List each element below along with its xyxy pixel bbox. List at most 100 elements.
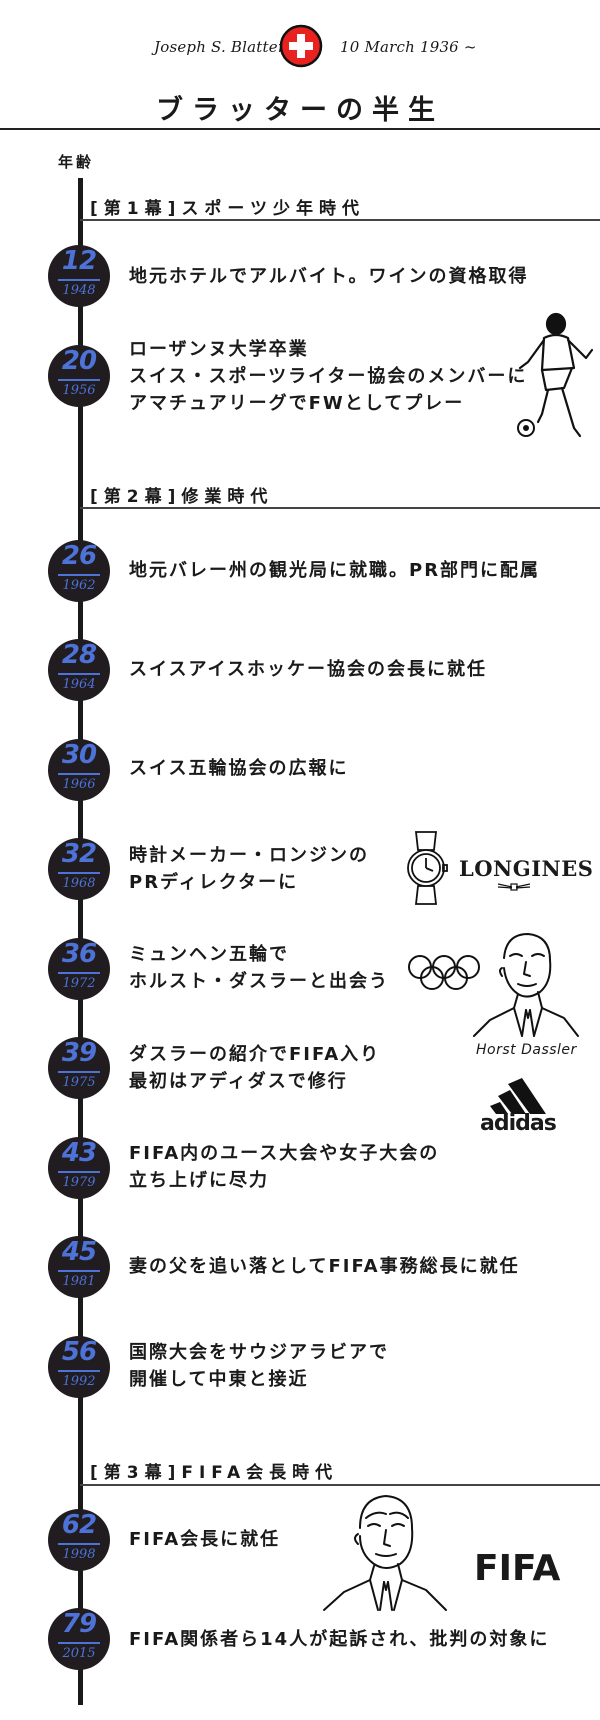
badge-divider (58, 574, 100, 576)
year-value: 2015 (48, 1646, 110, 1661)
age-badge: 20 1956 (48, 345, 110, 407)
dassler-caption: Horst Dassler (476, 1042, 577, 1058)
age-badge: 26 1962 (48, 540, 110, 602)
event-line: ホルスト・ダスラーと出会う (129, 968, 389, 995)
badge-divider (58, 1171, 100, 1173)
age-column-label: 年齢 (58, 151, 94, 172)
age-badge: 56 1992 (48, 1336, 110, 1398)
event-text: 地元バレー州の観光局に就職。PR部門に配属 (129, 557, 540, 584)
event-line: 国際大会をサウジアラビアで (129, 1339, 389, 1366)
chapter-divider (80, 219, 600, 221)
event-line: ローザンヌ大学卒業 (129, 336, 527, 363)
birth-date: 10 March 1936 ~ (340, 38, 477, 56)
chapter-divider (80, 1484, 600, 1486)
badge-divider (58, 379, 100, 381)
soccer-player-illustration (512, 310, 598, 450)
badge-divider (58, 279, 100, 281)
year-value: 1966 (48, 777, 110, 792)
age-value: 12 (48, 246, 110, 276)
event-text: FIFA関係者ら14人が起訴され、批判の対象に (129, 1626, 549, 1653)
event-text: 国際大会をサウジアラビアで 開催して中東と接近 (129, 1339, 389, 1393)
fifa-logo: FIFA (474, 1548, 560, 1589)
adidas-logo: adidas (480, 1111, 556, 1136)
event-text: ローザンヌ大学卒業 スイス・スポーツライター協会のメンバーに アマチュアリーグで… (129, 336, 527, 417)
chapter-divider (80, 507, 600, 509)
horst-dassler-portrait (470, 928, 580, 1038)
blatter-portrait (320, 1488, 450, 1612)
age-value: 20 (48, 346, 110, 376)
year-value: 1981 (48, 1274, 110, 1289)
event-text: 妻の父を追い落としてFIFA事務総長に就任 (129, 1253, 520, 1280)
event-line: スイス・スポーツライター協会のメンバーに (129, 363, 527, 390)
chapter-heading: [第1幕]スポーツ少年時代 (90, 194, 365, 219)
badge-divider (58, 673, 100, 675)
badge-divider (58, 972, 100, 974)
event-line: 地元バレー州の観光局に就職。PR部門に配属 (129, 557, 540, 584)
age-value: 43 (48, 1138, 110, 1168)
event-line: スイス五輪協会の広報に (129, 755, 348, 782)
age-badge: 12 1948 (48, 245, 110, 307)
event-text: スイス五輪協会の広報に (129, 755, 348, 782)
adidas-stripes-icon (490, 1078, 558, 1114)
event-line: スイスアイスホッケー協会の会長に就任 (129, 656, 487, 683)
event-line: 妻の父を追い落としてFIFA事務総長に就任 (129, 1253, 520, 1280)
badge-divider (58, 1642, 100, 1644)
age-badge: 36 1972 (48, 938, 110, 1000)
swiss-flag-icon (279, 24, 323, 68)
year-value: 1968 (48, 876, 110, 891)
age-value: 26 (48, 541, 110, 571)
year-value: 1975 (48, 1075, 110, 1090)
event-line: 立ち上げに尽力 (129, 1167, 439, 1194)
badge-divider (58, 1370, 100, 1372)
age-value: 32 (48, 839, 110, 869)
event-line: ダスラーの紹介でFIFA入り (129, 1041, 380, 1068)
event-line: アマチュアリーグでFWとしてプレー (129, 390, 527, 417)
age-badge: 45 1981 (48, 1236, 110, 1298)
age-value: 56 (48, 1337, 110, 1367)
year-value: 1956 (48, 383, 110, 398)
age-badge: 30 1966 (48, 739, 110, 801)
badge-divider (58, 1071, 100, 1073)
age-value: 45 (48, 1237, 110, 1267)
badge-divider (58, 1543, 100, 1545)
badge-divider (58, 773, 100, 775)
age-value: 36 (48, 939, 110, 969)
badge-divider (58, 872, 100, 874)
age-value: 28 (48, 640, 110, 670)
badge-divider (58, 1270, 100, 1272)
event-line: 最初はアディダスで修行 (129, 1068, 380, 1095)
year-value: 1962 (48, 578, 110, 593)
chapter-heading: [第2幕]修業時代 (90, 482, 273, 507)
event-text: ミュンヘン五輪で ホルスト・ダスラーと出会う (129, 941, 389, 995)
age-badge: 62 1998 (48, 1509, 110, 1571)
event-text: スイスアイスホッケー協会の会長に就任 (129, 656, 487, 683)
event-line: 時計メーカー・ロンジンの (129, 842, 369, 869)
year-value: 1964 (48, 677, 110, 692)
longines-logo: LONGINES (459, 856, 593, 881)
event-text: FIFA内のユース大会や女子大会の 立ち上げに尽力 (129, 1140, 439, 1194)
event-text: FIFA会長に就任 (129, 1526, 280, 1553)
watch-icon (402, 830, 450, 906)
event-line: FIFA内のユース大会や女子大会の (129, 1140, 439, 1167)
age-badge: 32 1968 (48, 838, 110, 900)
age-value: 79 (48, 1609, 110, 1639)
event-line: FIFA関係者ら14人が起訴され、批判の対象に (129, 1626, 549, 1653)
subject-name: Joseph S. Blatter (154, 38, 285, 56)
event-line: PRディレクターに (129, 869, 369, 896)
year-value: 1992 (48, 1374, 110, 1389)
header-divider (0, 128, 600, 130)
year-value: 1979 (48, 1175, 110, 1190)
age-value: 30 (48, 740, 110, 770)
event-line: FIFA会長に就任 (129, 1526, 280, 1553)
age-badge: 39 1975 (48, 1037, 110, 1099)
event-line: 開催して中東と接近 (129, 1366, 389, 1393)
year-value: 1998 (48, 1547, 110, 1562)
event-line: 地元ホテルでアルバイト。ワインの資格取得 (129, 263, 528, 290)
event-text: 地元ホテルでアルバイト。ワインの資格取得 (129, 263, 528, 290)
chapter-heading: [第3幕]FIFA会長時代 (90, 1458, 338, 1483)
age-badge: 43 1979 (48, 1137, 110, 1199)
year-value: 1972 (48, 976, 110, 991)
longines-wings-icon (496, 880, 532, 892)
page-title: ブラッターの半生 (0, 88, 600, 127)
age-badge: 28 1964 (48, 639, 110, 701)
